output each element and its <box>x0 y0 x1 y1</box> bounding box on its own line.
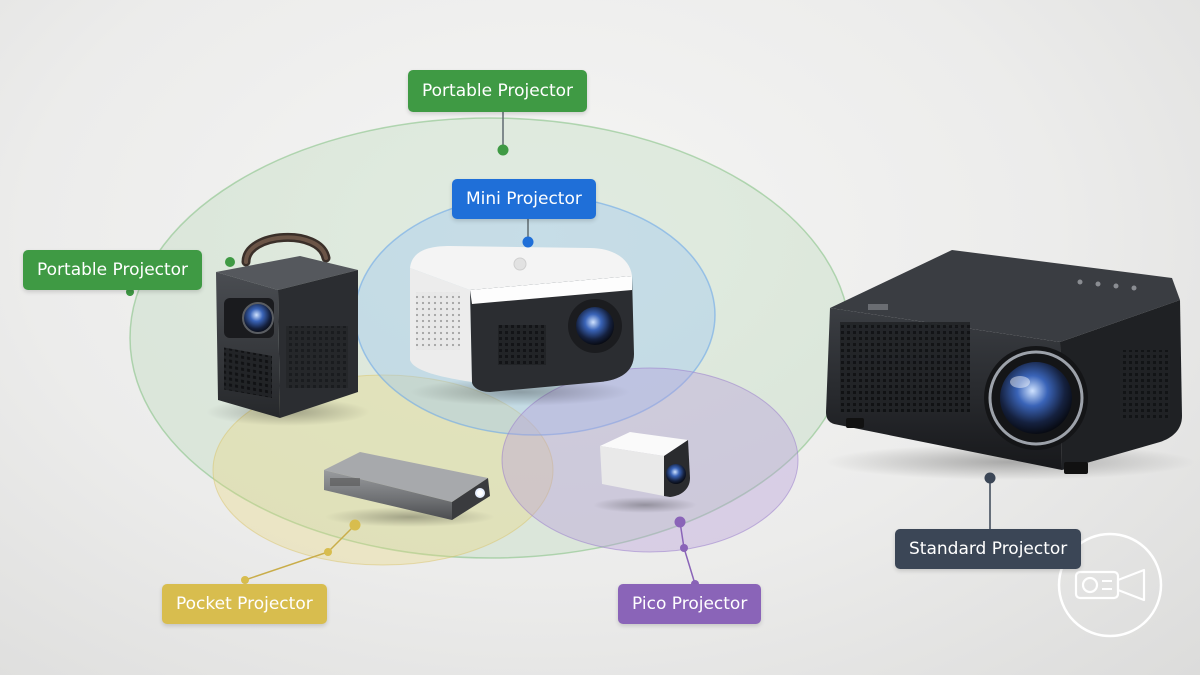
pico-projector-shadow <box>593 497 697 513</box>
standard-projector <box>826 250 1182 474</box>
standard-projector-label: Standard Projector <box>895 529 1082 569</box>
connector-portable-top <box>497 110 509 156</box>
projector-icon <box>1057 532 1163 638</box>
pico-projector-label: Pico Projector <box>618 584 762 624</box>
portable-cube-projector <box>216 233 358 418</box>
pico-projector <box>600 432 690 497</box>
connector-portable-left <box>126 257 235 296</box>
connector-mini <box>522 218 534 248</box>
mini-projector-shadow <box>410 378 630 406</box>
portable-projector-label-top: Portable Projector <box>408 70 588 112</box>
mini-projector <box>410 246 634 392</box>
connector-pocket <box>241 519 361 584</box>
portable-projector-label-left: Portable Projector <box>23 250 203 290</box>
connector-standard <box>984 472 996 530</box>
pocket-projector <box>324 452 490 520</box>
pocket-projector-label: Pocket Projector <box>162 584 327 624</box>
mini-projector-label: Mini Projector <box>452 179 596 219</box>
